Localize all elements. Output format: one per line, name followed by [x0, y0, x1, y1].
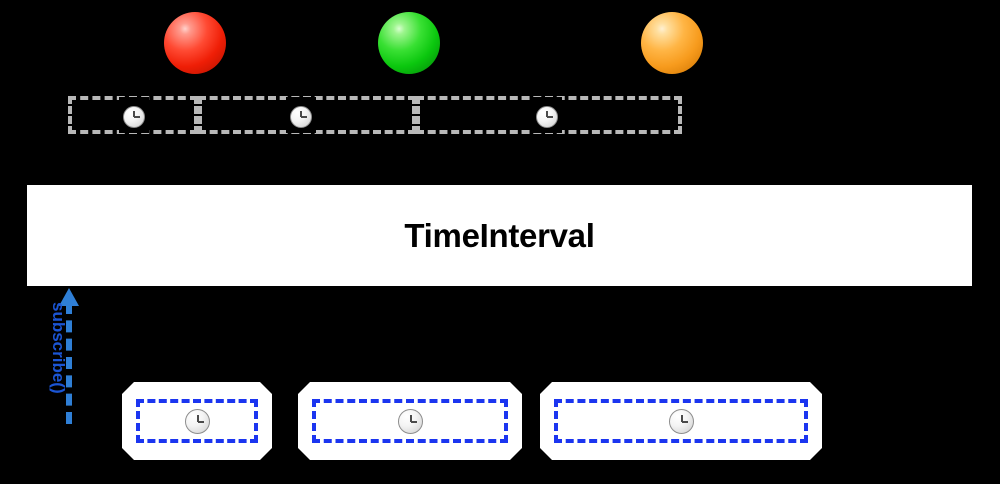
result-box-1[interactable]	[122, 382, 272, 460]
clock-hand-minute	[681, 415, 683, 422]
subscribe-arrow-head-icon	[59, 288, 79, 306]
result-clock-2	[395, 406, 425, 436]
source-marble-green[interactable]	[378, 12, 440, 74]
clock-hand-minute	[546, 111, 548, 118]
result-box-2[interactable]	[298, 382, 522, 460]
clock-icon	[669, 409, 694, 434]
clock-icon	[398, 409, 423, 434]
clock-marker-3	[532, 97, 562, 133]
operator-band[interactable]: TimeInterval	[27, 185, 972, 286]
clock-icon	[290, 106, 312, 128]
clock-icon	[123, 106, 145, 128]
clock-icon	[185, 409, 210, 434]
subscribe-arrow-line	[66, 302, 72, 424]
source-timeline	[68, 96, 682, 134]
source-marble-red[interactable]	[164, 12, 226, 74]
operator-label: TimeInterval	[404, 216, 595, 254]
result-box-3[interactable]	[540, 382, 822, 460]
clock-hand-minute	[410, 415, 412, 422]
clock-marker-1	[119, 97, 149, 133]
clock-hand-hour	[198, 421, 205, 423]
result-clock-3	[666, 406, 696, 436]
result-dash-border	[312, 399, 508, 443]
result-clock-1	[182, 406, 212, 436]
clock-hand-hour	[411, 421, 418, 423]
subscribe-label: subscribe()	[49, 302, 68, 394]
result-dash-border	[136, 399, 258, 443]
clock-hand-hour	[301, 116, 307, 118]
clock-hand-hour	[547, 116, 553, 118]
clock-hand-minute	[197, 415, 199, 422]
clock-icon	[536, 106, 558, 128]
clock-hand-minute	[133, 111, 135, 118]
clock-marker-2	[286, 97, 316, 133]
clock-hand-minute	[300, 111, 302, 118]
result-dash-border	[554, 399, 808, 443]
source-marble-orange[interactable]	[641, 12, 703, 74]
clock-hand-hour	[134, 116, 140, 118]
subscribe-arrow: subscribe()	[49, 288, 102, 428]
clock-hand-hour	[682, 421, 689, 423]
